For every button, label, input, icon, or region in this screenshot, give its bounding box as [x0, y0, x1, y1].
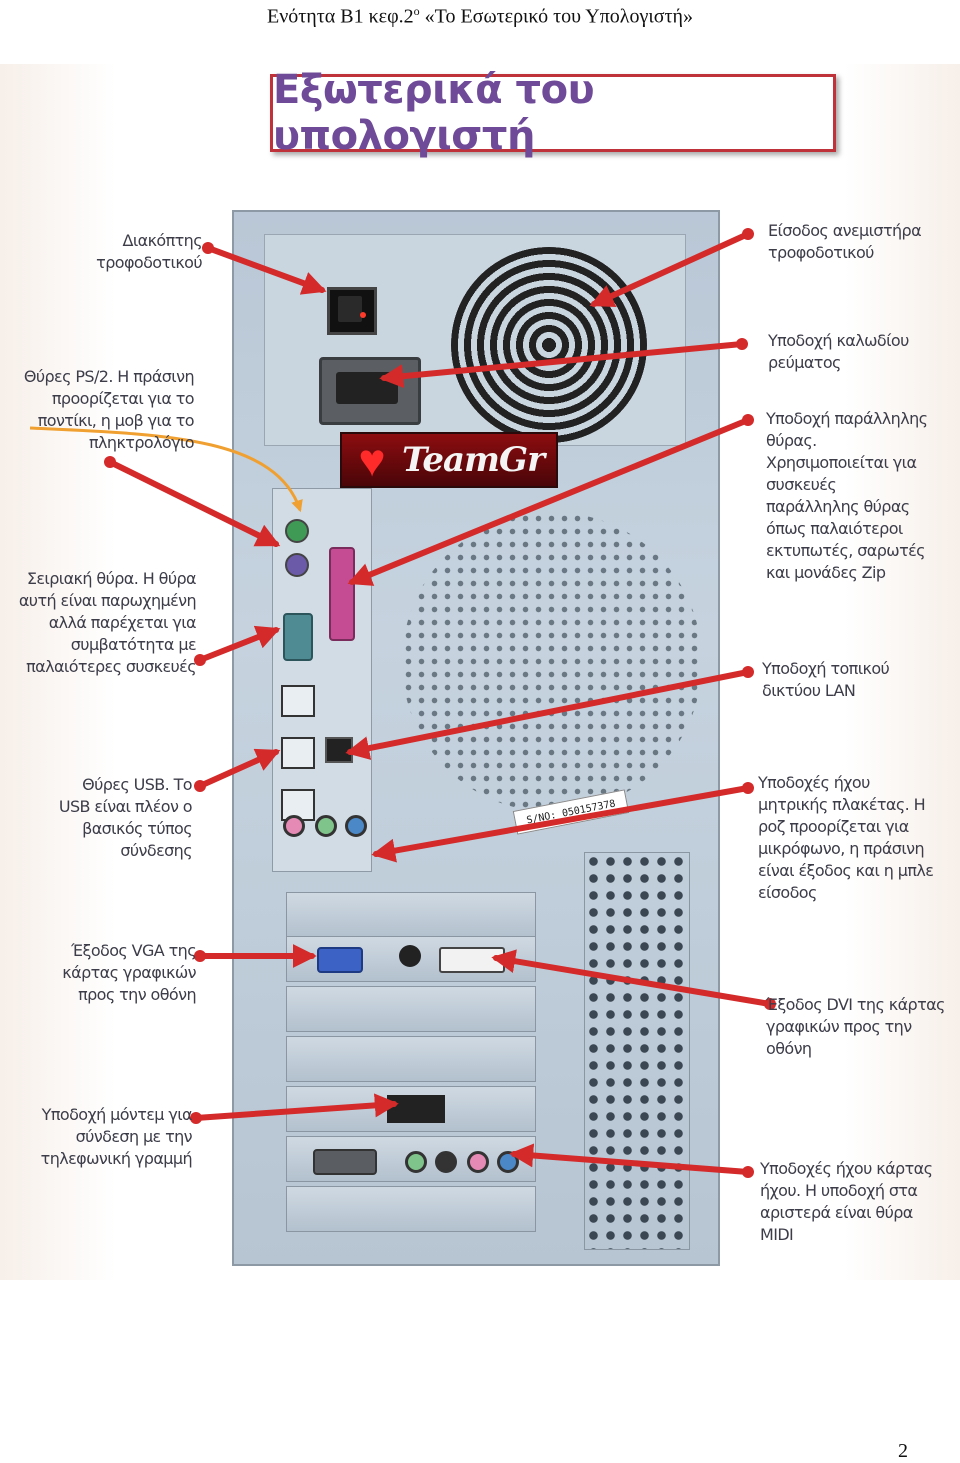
label-vga-output: Έξοδος VGA της κάρτας γραφικών προς την … [62, 941, 196, 1004]
expansion-slot-cover [286, 986, 536, 1032]
heart-icon: ♥ [358, 434, 386, 486]
page-number: 2 [898, 1440, 908, 1462]
arrow-parallel [347, 417, 751, 586]
label-psu-fan: Είσοδος ανεμιστήρα τροφοδοτικού [768, 221, 922, 262]
graphics-card-bracket [286, 936, 536, 982]
arrow-power-socket [379, 341, 745, 389]
arrow-soundcard [509, 1143, 751, 1175]
label-modem-socket: Υποδοχή μόντεμ για σύνδεση με την τηλεφω… [40, 1105, 193, 1168]
psu-fan-icon [451, 247, 647, 443]
line-out-jack-icon [315, 815, 337, 837]
callout-arrows [29, 228, 776, 1178]
pc-rear-figure: Εξωτερικά του υπολογιστή S/NO: 050157378 [0, 64, 960, 1280]
expansion-slot-cover [286, 892, 536, 938]
arrow-lan [345, 669, 751, 760]
label-soundcard-audio: Υποδοχές ήχου κάρτας ήχου. Η υποδοχή στα… [760, 1159, 933, 1244]
logo-text: TeamGr [402, 440, 545, 480]
case-fan-grille [402, 512, 702, 812]
side-vent-grille [584, 852, 690, 1250]
ps2-keyboard-port-icon [285, 553, 309, 577]
label-lan-socket: Υποδοχή τοπικού δικτύου LAN [762, 659, 890, 700]
label-parallel-port: Υποδοχή παράλληλης θύρας. Χρησιμοποιείτα… [766, 409, 928, 582]
label-power-switch: Διακόπτης τροφοδοτικού [96, 231, 202, 272]
power-supply-unit [264, 234, 686, 446]
computer-case: S/NO: 050157378 [232, 210, 720, 1266]
power-switch-icon [327, 287, 377, 335]
line-in-jack-icon [345, 815, 367, 837]
mic-jack-icon [283, 815, 305, 837]
sound-out-jack-icon [405, 1151, 427, 1173]
arrow-power-switch [205, 245, 327, 295]
arrow-fan [589, 231, 751, 307]
arrow-mb-audio [371, 785, 751, 863]
arrow-dvi [491, 949, 773, 1007]
vga-port-icon [317, 947, 363, 973]
usb-port-icon [281, 737, 315, 769]
svideo-port-icon [399, 945, 421, 967]
parallel-port-icon [329, 547, 355, 641]
figure-title: Εξωτερικά του υπολογιστή [273, 67, 595, 159]
header-superscript: ο [413, 4, 420, 18]
label-power-cable: Υποδοχή καλωδίου ρεύματος [768, 331, 909, 372]
arrow-usb [197, 748, 281, 789]
label-dvi-output: Έξοδος DVI της κάρτας γραφικών προς την … [766, 995, 945, 1058]
arrow-ps2 [107, 459, 281, 547]
arrow-ps2-green [29, 426, 303, 513]
midi-game-port-icon [313, 1149, 377, 1175]
label-ps2-ports: Θύρες PS/2. Η πράσινη προορίζεται για το… [23, 367, 195, 452]
header-prefix: Ενότητα Β1 κεφ.2 [266, 5, 414, 28]
arrow-serial [197, 625, 281, 663]
sound-jack-icon [435, 1151, 457, 1173]
serial-port-icon [283, 613, 313, 661]
ps2-mouse-port-icon [285, 519, 309, 543]
label-usb-ports: Θύρες USB. Το USB είναι πλέον ο βασικός … [58, 775, 193, 860]
page-header: Ενότητα Β1 κεφ.2ο «Το Εσωτερικό του Υπολ… [0, 0, 960, 28]
usb-port-icon [281, 685, 315, 717]
io-shield [272, 488, 372, 872]
figure-title-box: Εξωτερικά του υπολογιστή [270, 67, 836, 159]
sound-mic-jack-icon [467, 1151, 489, 1173]
arrow-modem [193, 1093, 399, 1121]
expansion-slot-cover [286, 1186, 536, 1232]
power-socket-icon [319, 357, 421, 425]
header-suffix: «Το Εσωτερικό του Υπολογιστή» [419, 5, 693, 28]
label-serial-port: Σειριακή θύρα. Η θύρα αυτή είναι παρωχημ… [18, 569, 197, 676]
expansion-slot-cover [286, 1036, 536, 1082]
sound-card-bracket [286, 1136, 536, 1182]
label-mb-audio: Υποδοχές ήχου μητρικής πλακέτας. Η ροζ π… [758, 773, 934, 902]
teamgr-logo: ♥ TeamGr [340, 432, 558, 488]
